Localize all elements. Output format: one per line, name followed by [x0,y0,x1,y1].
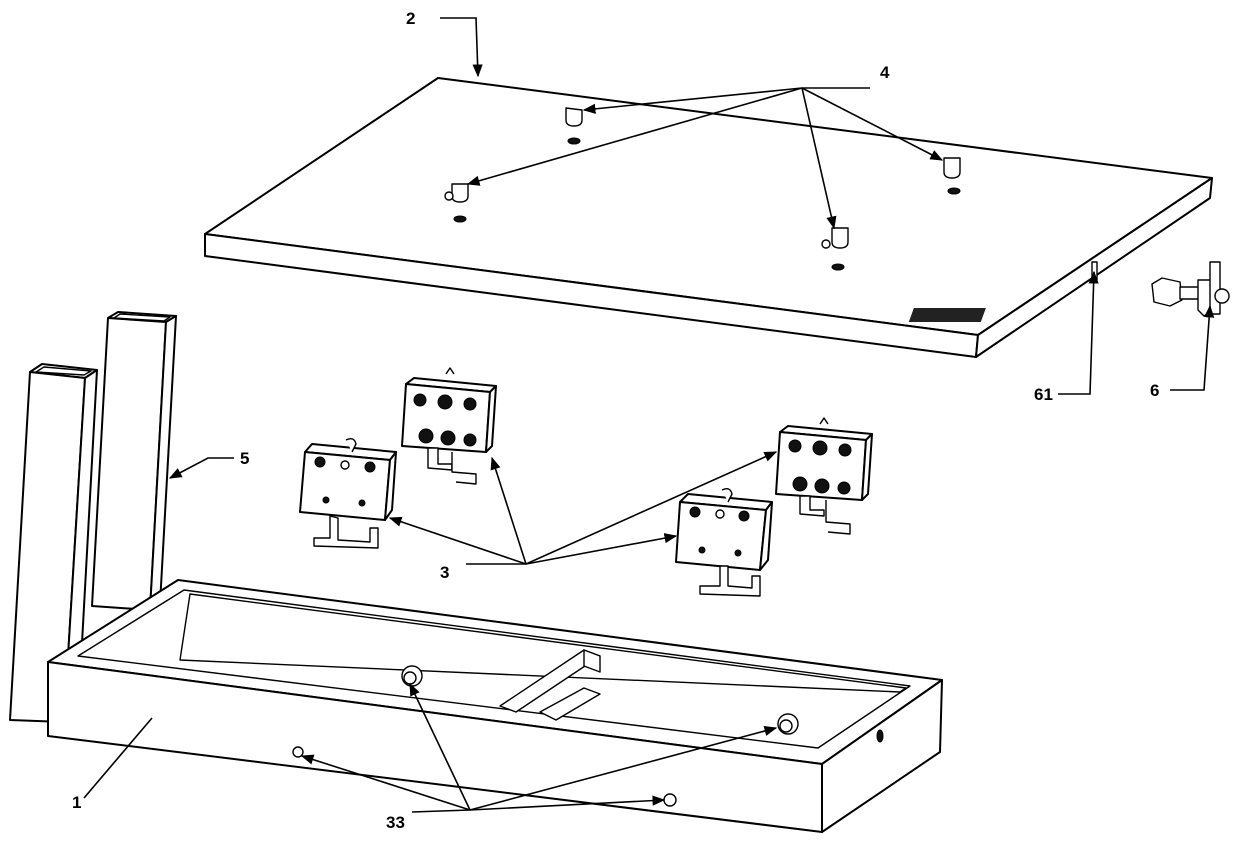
leader-61 [1058,270,1099,395]
hook-4a [565,107,583,145]
top-plate [204,77,1213,358]
label-clamp-blocks: 3 [440,563,449,582]
leader-4 [466,87,944,230]
leader-2 [440,17,483,78]
label-bolt-assembly: 6 [1150,381,1159,400]
base-frame [47,579,943,833]
leader-6 [1170,304,1215,391]
label-top-plate: 2 [406,9,415,28]
clamp-block-c [675,487,773,597]
hook-4d [821,227,849,271]
clamp-block-b [401,367,497,485]
post-rear [91,311,177,611]
label-pins: 33 [386,813,405,832]
leader-3 [388,451,778,565]
post-front [9,363,98,723]
hook-4b [444,183,469,223]
hook-4c [943,157,961,195]
label-posts: 5 [240,449,249,468]
bolt-assembly [1151,261,1230,317]
leader-1 [83,717,153,799]
label-plate-slot: 61 [1034,385,1053,404]
leader-5 [168,457,234,479]
label-frame: 1 [72,793,81,812]
plate-corner-pad [908,308,986,322]
clamp-block-a [299,437,397,549]
label-hooks: 4 [880,63,890,82]
clamp-block-d [775,417,873,535]
leader-33 [300,682,778,813]
